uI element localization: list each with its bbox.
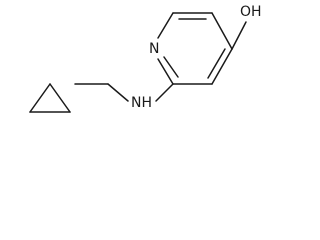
bond-cp-2: [29, 83, 51, 113]
bond-c3-c4: [211, 12, 233, 50]
cyclopropyl-ring: [29, 83, 71, 113]
bond-c6-nh: [155, 83, 174, 102]
bond-c4-c5-inner: [207, 48, 226, 79]
bond-nh-ch2: [107, 83, 129, 102]
bond-n-c2: [157, 12, 174, 39]
chemical-structure: N NH OH: [29, 4, 262, 113]
bond-c4-c5: [211, 48, 233, 85]
bond-cp-1: [49, 83, 71, 113]
hydroxyl-label: OH: [240, 4, 262, 20]
bond-c6-n: [157, 58, 174, 85]
ring-nitrogen-label: N: [149, 41, 159, 57]
bond-c4-oh: [231, 21, 247, 50]
amine-nh-label: NH: [131, 95, 152, 111]
bond-c6-n-inner: [163, 56, 179, 78]
pyridine-ring: [157, 12, 233, 85]
